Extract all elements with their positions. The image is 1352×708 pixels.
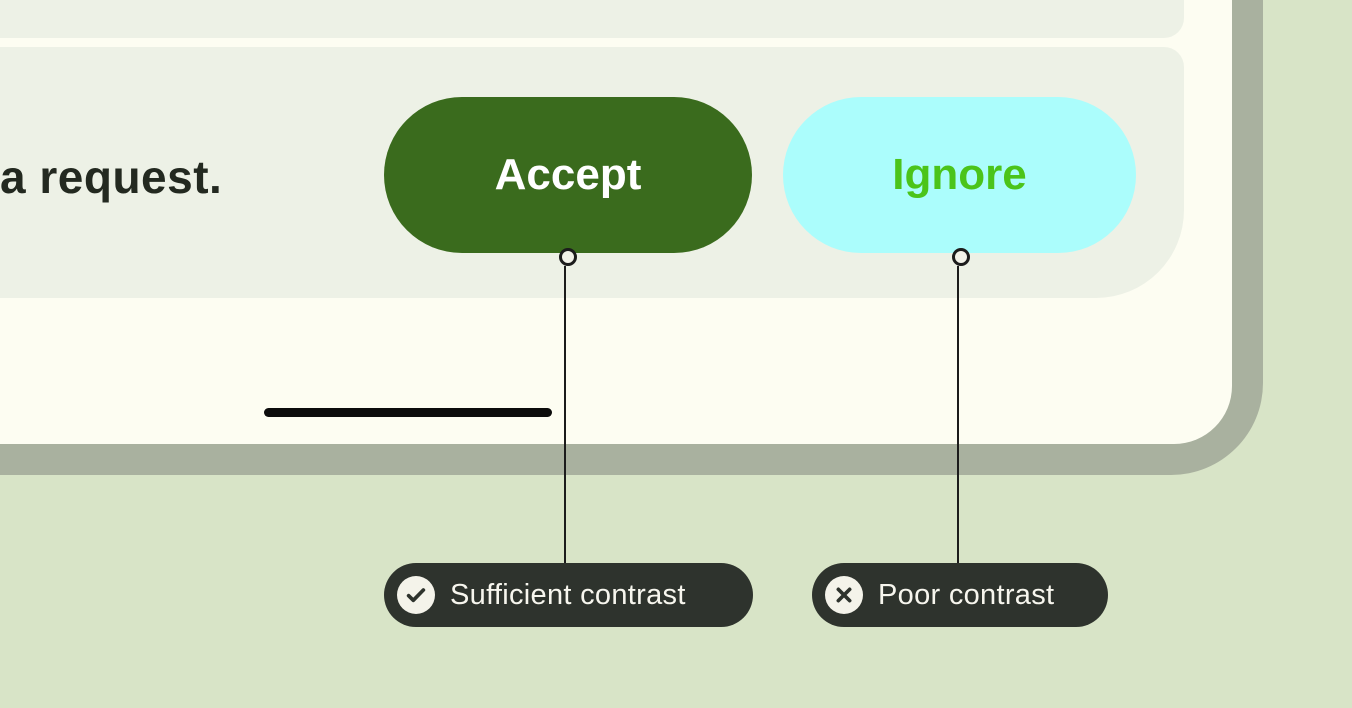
x-circle-icon xyxy=(825,576,863,614)
ignore-button[interactable]: Ignore xyxy=(783,97,1136,253)
connector-dot-accept xyxy=(559,248,577,266)
accept-button[interactable]: Accept xyxy=(384,97,752,253)
connector-line-ignore xyxy=(957,266,959,563)
annotation-label: Sufficient contrast xyxy=(450,578,686,611)
annotation-sufficient-contrast: Sufficient contrast xyxy=(384,563,753,627)
connector-line-accept xyxy=(564,266,566,563)
home-indicator xyxy=(264,408,552,417)
annotation-label: Poor contrast xyxy=(878,578,1055,611)
connector-dot-ignore xyxy=(952,248,970,266)
check-circle-icon xyxy=(397,576,435,614)
card-top xyxy=(0,0,1184,38)
annotation-poor-contrast: Poor contrast xyxy=(812,563,1108,627)
request-message-fragment: a request. xyxy=(0,151,223,203)
